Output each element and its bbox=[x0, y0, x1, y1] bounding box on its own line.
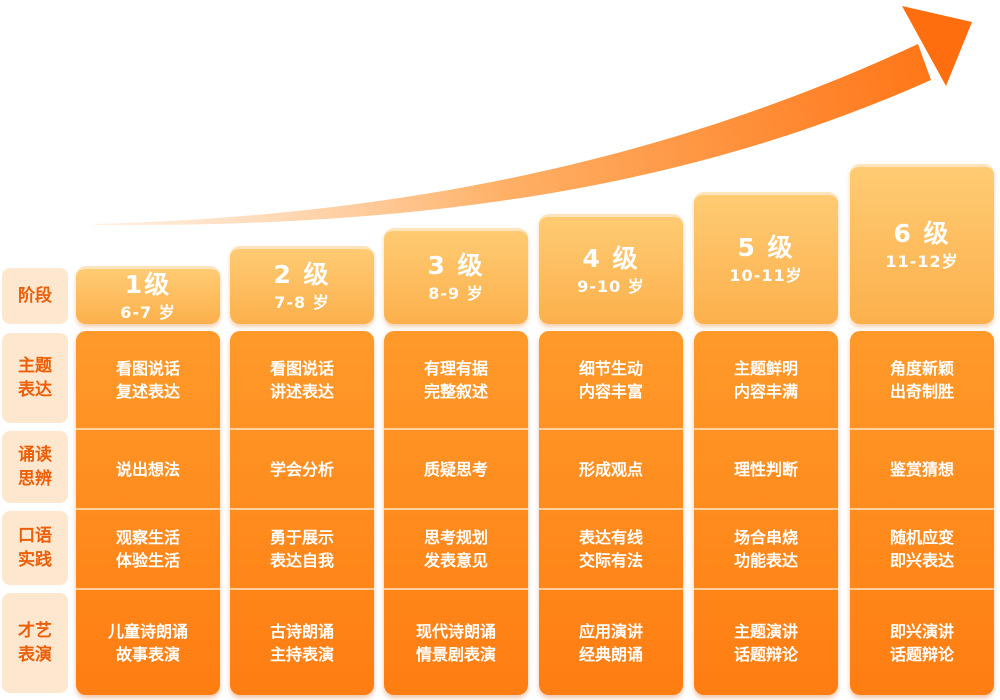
row-divider bbox=[850, 508, 994, 510]
level-age: 9-10 岁 bbox=[577, 276, 645, 296]
row-divider bbox=[539, 428, 683, 430]
level-box-5: 5 级 10-11岁 bbox=[694, 192, 838, 324]
level-column-1: 看图说话 复述表达 说出想法 观察生活 体验生活 儿童诗朗诵 故事表演 bbox=[76, 331, 220, 695]
level-column-2: 看图说话 讲述表达 学会分析 勇于展示 表达自我 古诗朗诵 主持表演 bbox=[230, 331, 374, 695]
level-box-4: 4 级 9-10 岁 bbox=[539, 214, 683, 324]
cell-recite-debate: 质疑思考 bbox=[423, 459, 488, 479]
row-divider bbox=[384, 508, 528, 510]
cell-talent-show: 现代诗朗诵 情景剧表演 bbox=[415, 621, 496, 664]
level-age: 10-11岁 bbox=[729, 265, 803, 285]
row-label-recite-debate: 诵读 思辨 bbox=[2, 431, 68, 503]
cell-oral-practice: 思考规划 发表意见 bbox=[423, 528, 488, 570]
row-divider bbox=[850, 588, 994, 590]
level-age: 7-8 岁 bbox=[274, 292, 330, 312]
level-title: 2 级 bbox=[273, 259, 331, 289]
row-label-stage: 阶段 bbox=[2, 268, 68, 324]
row-divider bbox=[694, 508, 838, 510]
row-divider bbox=[230, 428, 374, 430]
level-box-3: 3 级 8-9 岁 bbox=[384, 228, 528, 324]
level-title: 4 级 bbox=[582, 243, 640, 273]
cell-talent-show: 主题演讲 话题辩论 bbox=[733, 621, 798, 664]
cell-theme-expression: 细节生动 内容丰富 bbox=[578, 358, 643, 401]
row-divider bbox=[230, 588, 374, 590]
cell-recite-debate: 学会分析 bbox=[269, 459, 334, 479]
row-divider bbox=[230, 508, 374, 510]
cell-recite-debate: 鉴赏猜想 bbox=[889, 459, 954, 479]
cell-talent-show: 儿童诗朗诵 故事表演 bbox=[107, 621, 188, 664]
cell-oral-practice: 观察生活 体验生活 bbox=[115, 528, 180, 570]
cell-oral-practice: 表达有线 交际有法 bbox=[578, 528, 643, 570]
row-divider bbox=[694, 588, 838, 590]
cell-oral-practice: 勇于展示 表达自我 bbox=[269, 528, 334, 570]
level-box-1: 1级 6-7 岁 bbox=[76, 266, 220, 324]
cell-recite-debate: 形成观点 bbox=[578, 459, 643, 479]
cell-oral-practice: 随机应变 即兴表达 bbox=[889, 528, 954, 570]
row-divider bbox=[384, 588, 528, 590]
level-box-2: 2 级 7-8 岁 bbox=[230, 246, 374, 324]
cell-theme-expression: 有理有据 完整叙述 bbox=[423, 358, 488, 401]
cell-theme-expression: 看图说话 复述表达 bbox=[115, 358, 180, 401]
cell-theme-expression: 角度新颖 出奇制胜 bbox=[889, 358, 954, 401]
row-divider bbox=[384, 428, 528, 430]
cell-theme-expression: 看图说话 讲述表达 bbox=[269, 358, 334, 401]
level-column-3: 有理有据 完整叙述 质疑思考 思考规划 发表意见 现代诗朗诵 情景剧表演 bbox=[384, 331, 528, 695]
level-age: 11-12岁 bbox=[885, 251, 959, 271]
level-title: 5 级 bbox=[737, 232, 795, 262]
row-divider bbox=[76, 508, 220, 510]
level-column-6: 角度新颖 出奇制胜 鉴赏猜想 随机应变 即兴表达 即兴演讲 话题辩论 bbox=[850, 331, 994, 695]
row-label-talent-show: 才艺 表演 bbox=[2, 593, 68, 693]
cell-recite-debate: 说出想法 bbox=[115, 459, 180, 479]
row-divider bbox=[850, 428, 994, 430]
cell-theme-expression: 主题鲜明 内容丰满 bbox=[733, 358, 798, 401]
level-title: 1级 bbox=[124, 269, 172, 299]
cell-oral-practice: 场合串烧 功能表达 bbox=[733, 528, 798, 570]
level-age: 6-7 岁 bbox=[120, 302, 176, 322]
row-divider bbox=[76, 588, 220, 590]
level-title: 3 级 bbox=[427, 250, 485, 280]
row-divider bbox=[539, 508, 683, 510]
cell-talent-show: 古诗朗诵 主持表演 bbox=[269, 621, 334, 664]
cell-talent-show: 应用演讲 经典朗诵 bbox=[578, 621, 643, 664]
row-label-theme-expression: 主题 表达 bbox=[2, 333, 68, 423]
level-title: 6 级 bbox=[893, 218, 951, 248]
growth-arrow-head bbox=[902, 6, 972, 86]
row-divider bbox=[694, 428, 838, 430]
cell-recite-debate: 理性判断 bbox=[733, 459, 798, 479]
level-column-4: 细节生动 内容丰富 形成观点 表达有线 交际有法 应用演讲 经典朗诵 bbox=[539, 331, 683, 695]
row-label-oral-practice: 口语 实践 bbox=[2, 511, 68, 585]
row-divider bbox=[539, 588, 683, 590]
growth-arrow-body bbox=[95, 44, 931, 226]
row-divider bbox=[76, 428, 220, 430]
level-age: 8-9 岁 bbox=[428, 283, 484, 303]
level-column-5: 主题鲜明 内容丰满 理性判断 场合串烧 功能表达 主题演讲 话题辩论 bbox=[694, 331, 838, 695]
cell-talent-show: 即兴演讲 话题辩论 bbox=[889, 621, 954, 664]
level-box-6: 6 级 11-12岁 bbox=[850, 164, 994, 324]
